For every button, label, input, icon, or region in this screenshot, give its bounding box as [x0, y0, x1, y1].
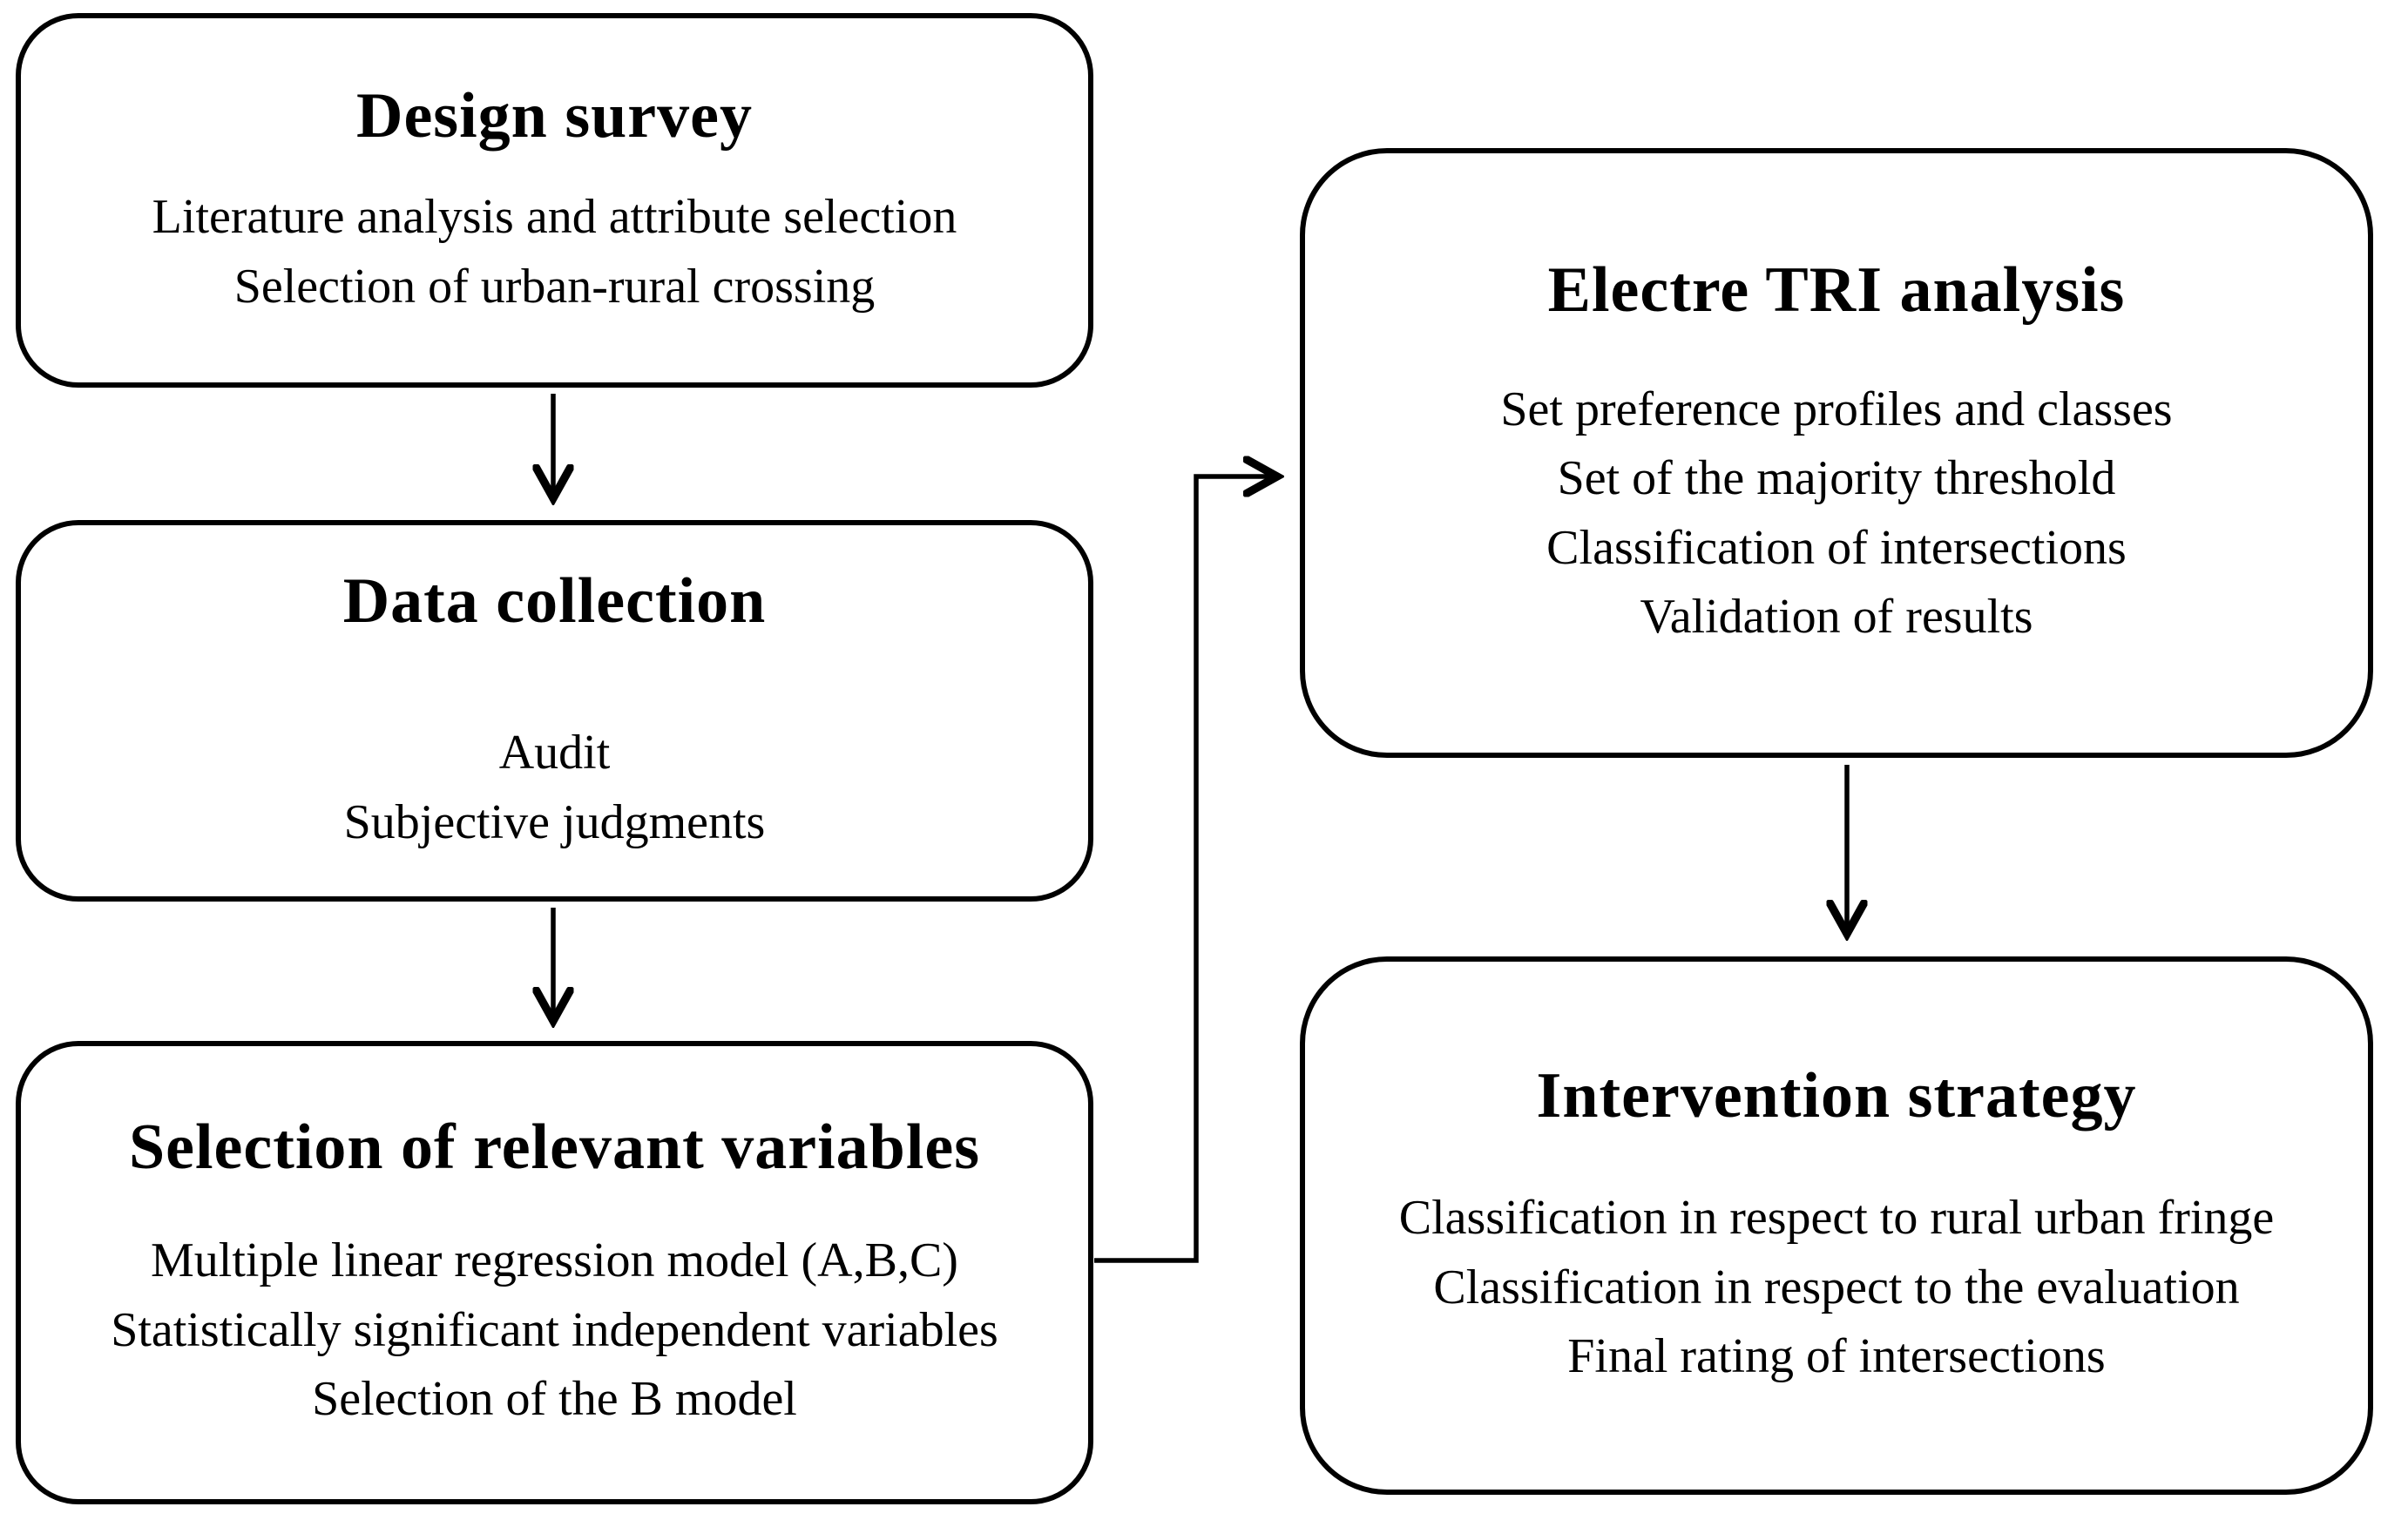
- box-text-line: Subjective judgments: [343, 794, 766, 849]
- box-title-selection-of-relevant-variables: Selection of relevant variables: [128, 1111, 981, 1184]
- box-text-line: Set preference profiles and classes: [1500, 382, 2173, 436]
- flow-box-design-survey: Design survey Literature analysis and at…: [16, 13, 1093, 388]
- box-text-line: Classification in respect to the evaluat…: [1433, 1260, 2240, 1314]
- box-text-line: Final rating of intersections: [1567, 1329, 2106, 1384]
- box-text-line: Audit: [498, 726, 611, 780]
- box-body-intervention-strategy: Classification in respect to rural urban…: [1399, 1184, 2275, 1392]
- box-title-data-collection: Data collection: [342, 564, 767, 637]
- flow-box-intervention-strategy: Intervention strategy Classification in …: [1300, 956, 2373, 1495]
- box-text-line: Selection of urban-rural crossing: [233, 259, 876, 314]
- flow-box-data-collection: Data collection Audit Subjective judgmen…: [16, 520, 1093, 902]
- box-title-design-survey: Design survey: [356, 79, 753, 152]
- box-text-line: Literature analysis and attribute select…: [152, 190, 957, 245]
- box-title-electre-tri-analysis: Electre TRI analysis: [1547, 254, 2126, 327]
- box-body-data-collection: Audit Subjective judgments: [344, 719, 766, 857]
- box-text-line: Statistically significant independent va…: [111, 1302, 998, 1357]
- flow-box-electre-tri-analysis: Electre TRI analysis Set preference prof…: [1300, 148, 2373, 758]
- box-body-selection-of-relevant-variables: Multiple linear regression model (A,B,C)…: [111, 1226, 998, 1435]
- box-text-line: Set of the majority threshold: [1557, 451, 2116, 506]
- box-body-design-survey: Literature analysis and attribute select…: [152, 183, 957, 321]
- box-text-line: Classification in respect to rural urban…: [1398, 1191, 2275, 1246]
- box-text-line: Classification of intersections: [1546, 520, 2127, 575]
- box-text-line: Selection of the B model: [312, 1372, 797, 1427]
- box-body-electre-tri-analysis: Set preference profiles and classes Set …: [1500, 375, 2172, 652]
- arrow-selection-to-electre-tri: [1094, 476, 1277, 1263]
- box-text-line: Validation of results: [1640, 590, 2033, 645]
- flow-box-selection-of-relevant-variables: Selection of relevant variables Multiple…: [16, 1041, 1093, 1504]
- box-title-intervention-strategy: Intervention strategy: [1536, 1060, 2137, 1132]
- box-text-line: Multiple linear regression model (A,B,C): [151, 1233, 958, 1288]
